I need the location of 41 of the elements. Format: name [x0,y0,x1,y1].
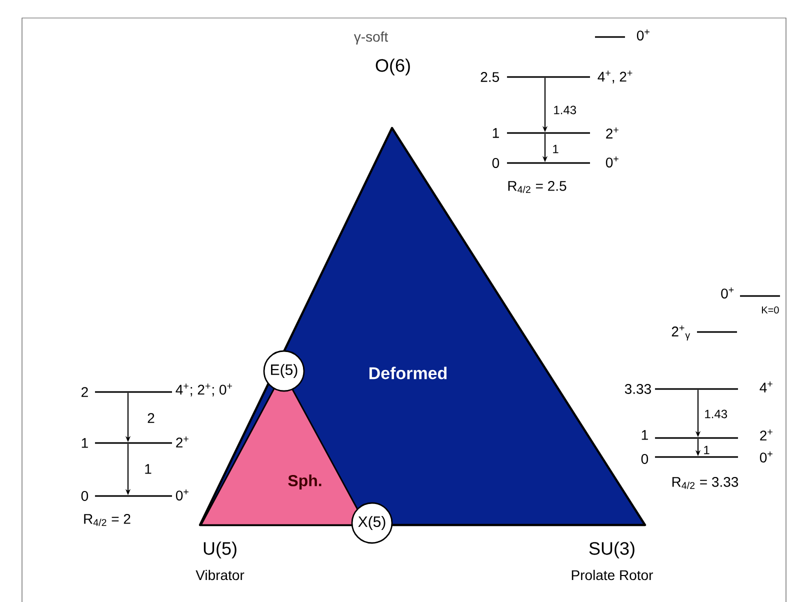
band-label: K=0 [762,306,779,314]
spin-label: 0$^{+}$ [760,451,772,462]
limit-name: Prolate Rotor [572,570,653,580]
energy-level-line [697,331,737,333]
ratio-formula: R$_{4/2}$ = 2 [84,514,130,526]
edge-label: 2 [146,412,156,424]
spin-label: 0$^{+}$ [606,156,618,168]
spin-label: 0$^{+}$ [176,489,188,500]
energy-value: 1 [492,128,499,138]
energy-level-line [740,295,780,297]
edge-label: 1 [702,444,711,456]
energy-value: 0 [81,491,88,501]
edge-label: 1 [551,144,560,154]
energy-level-line [95,391,172,393]
energy-value: 1 [642,430,648,440]
spin-label: 4$^{+}$ [760,382,772,392]
energy-value: 1 [82,438,88,448]
energy-level-line [655,388,738,390]
limit-name: Vibrator [196,570,244,580]
energy-value: 2 [82,387,88,397]
spin-label: 2$^{+}$ [760,430,772,440]
energy-level-line [595,36,625,38]
vertex-label: U(5) [204,542,236,558]
vertex-label: SU(3) [589,542,634,558]
edge-label: 1 [143,463,153,475]
energy-value: 0$^{+}$ [721,287,734,298]
spin-label: 2$^{+}$ [606,128,618,138]
energy-value: 2.5 [480,72,500,82]
shape-label: γ-soft [354,31,388,45]
edge-label: 1.43 [552,104,578,116]
energy-value: 0 [492,158,500,168]
spin-label: 2$^{+}$γ [672,325,690,341]
energy-level-line [507,76,590,78]
spin-label: 2$^{+}$ [176,436,188,448]
spin-label: 4$^{+}$, 2$^{+}$ [598,70,632,84]
vertex-label: O(6) [376,58,410,76]
ratio-formula: R$_{4/2}$ = 3.33 [672,476,738,489]
spin-label: 0$^{+}$ [636,29,650,40]
ratio-formula: R$_{4/2}$ = 2.5 [508,180,566,193]
energy-value: 0 [641,454,648,464]
edge-label: 1.43 [703,408,729,420]
